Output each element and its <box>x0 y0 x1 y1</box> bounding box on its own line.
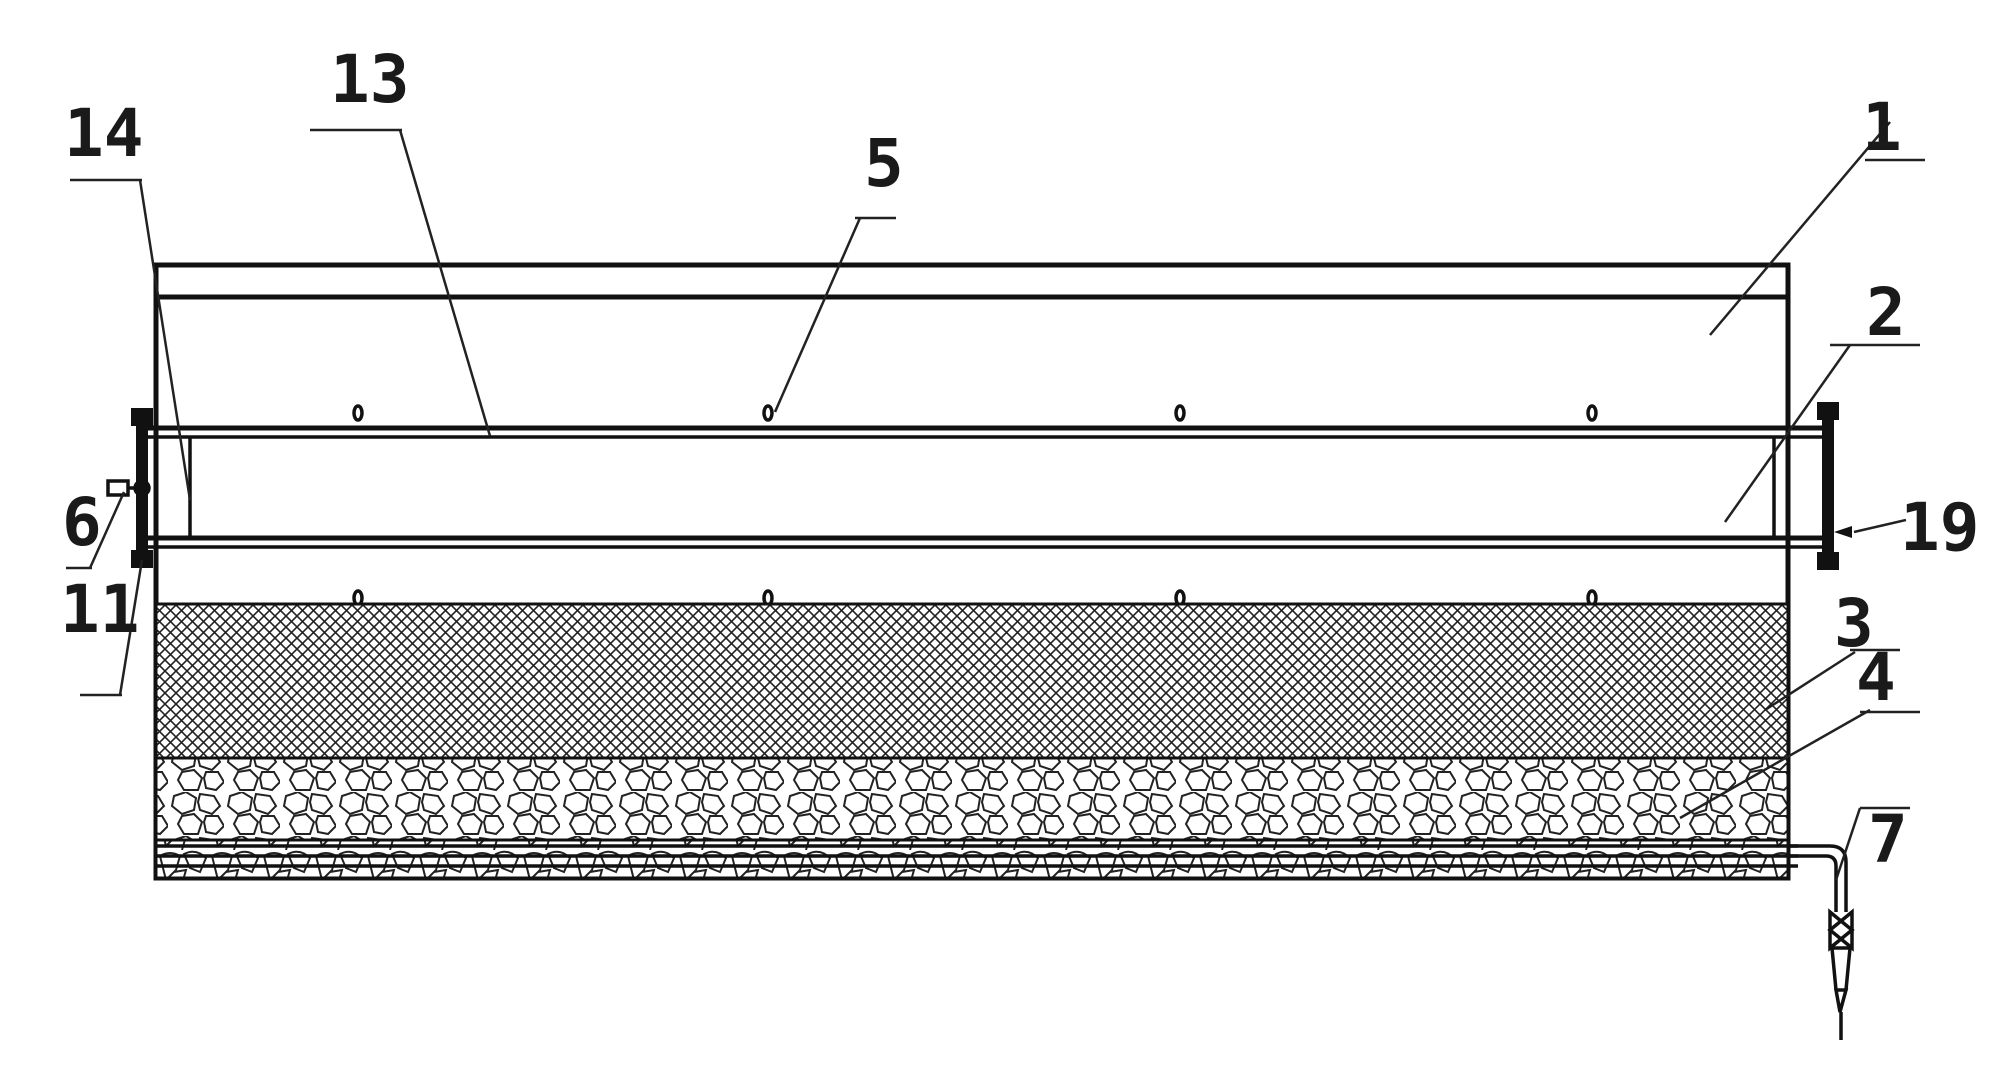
part-labels: 1 2 3 4 5 6 7 11 13 14 19 <box>60 41 1979 878</box>
label-2: 2 <box>1866 274 1906 351</box>
label-1: 1 <box>1862 89 1902 166</box>
distribution-tube <box>142 425 1826 549</box>
gravel-layer <box>154 756 1790 842</box>
leader-lines <box>66 121 1925 881</box>
label-7: 7 <box>1868 801 1908 878</box>
label-13: 13 <box>330 41 409 118</box>
label-6: 6 <box>62 484 102 561</box>
label-14: 14 <box>64 95 143 172</box>
label-3: 3 <box>1834 585 1874 662</box>
bottom-drain-pipes <box>156 844 1798 868</box>
outlet-pipe <box>1788 844 1855 1040</box>
filter-mesh-layer <box>154 602 1790 760</box>
label-19: 19 <box>1900 489 1979 566</box>
orifices-upper <box>352 404 1598 422</box>
inlet-valve <box>106 479 147 497</box>
label-11: 11 <box>60 571 139 648</box>
right-flange <box>1817 402 1852 570</box>
label-5: 5 <box>864 125 904 202</box>
label-4: 4 <box>1856 639 1896 716</box>
